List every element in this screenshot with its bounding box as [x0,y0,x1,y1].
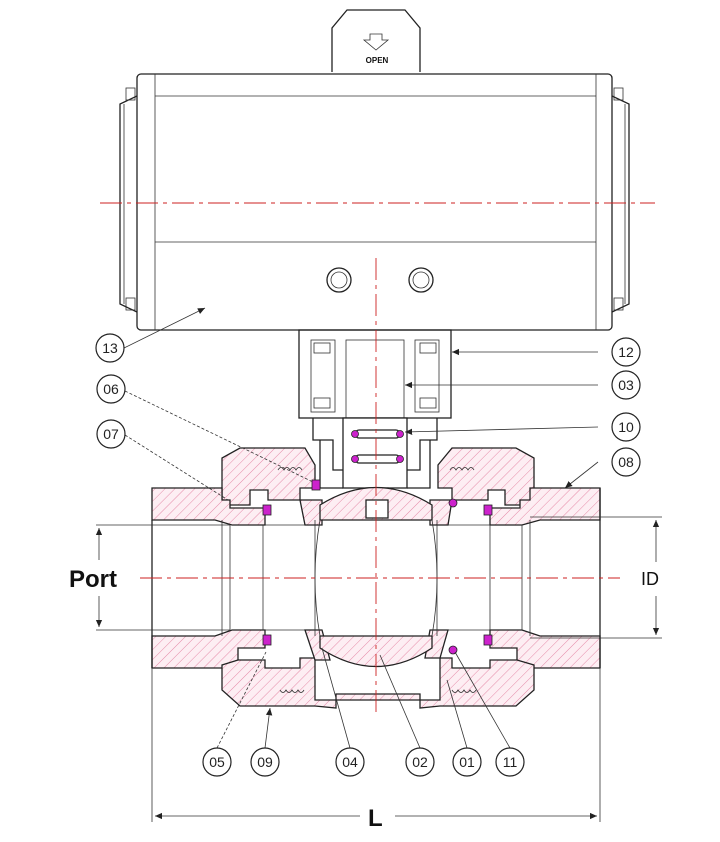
spring-bottom-left [279,689,305,693]
callout-06: 06 [96,374,126,404]
open-label: OPEN [366,56,389,65]
length-label: L [368,805,383,832]
svg-text:06: 06 [103,381,119,397]
callout-12: 12 [611,337,641,367]
port-label: Port [69,566,117,593]
spring-top-left [277,467,303,471]
air-port-b [408,267,434,293]
seal-05-top [262,504,272,516]
svg-text:10: 10 [618,419,634,435]
leader-lines [123,307,599,749]
id-dimension: ID [530,516,662,639]
callout-08: 08 [611,447,641,477]
mounting-bracket [298,329,452,471]
callout-10: 10 [611,412,641,442]
center-body-bottom [221,657,535,709]
length-dimension: L [151,668,601,832]
position-indicator: OPEN [331,9,421,72]
svg-text:02: 02 [412,754,428,770]
callout-07: 07 [96,419,126,449]
seat-top-left [299,499,323,526]
svg-text:01: 01 [459,754,475,770]
end-connector-left-bottom [151,629,266,669]
svg-text:13: 13 [102,340,118,356]
svg-text:05: 05 [209,754,225,770]
seal-right-top [483,504,493,516]
callout-05: 05 [202,747,232,777]
callout-09: 09 [250,747,280,777]
spring-bottom-right [451,689,477,693]
svg-text:09: 09 [257,754,273,770]
seal-06 [311,479,321,491]
callout-03: 03 [611,370,641,400]
callout-11: 11 [495,747,525,777]
svg-text:03: 03 [618,377,634,393]
port-dimension: Port [69,524,230,631]
callout-01: 01 [452,747,482,777]
actuator [119,73,630,331]
svg-text:11: 11 [503,754,518,770]
svg-text:12: 12 [618,344,634,360]
air-port-a [326,267,352,293]
oring-11-top [448,498,458,508]
center-body-top [221,447,316,506]
svg-text:04: 04 [342,754,358,770]
callout-02: 02 [405,747,435,777]
end-connector-right-bottom [489,629,601,669]
seal-05-bottom [262,634,272,646]
svg-text:08: 08 [618,454,634,470]
callout-13: 13 [95,333,125,363]
callout-04: 04 [335,747,365,777]
spring-top-right [449,467,475,471]
id-label: ID [641,569,659,589]
arrow-down-icon [362,33,390,51]
seal-right-bottom [483,634,493,646]
svg-text:07: 07 [103,426,119,442]
